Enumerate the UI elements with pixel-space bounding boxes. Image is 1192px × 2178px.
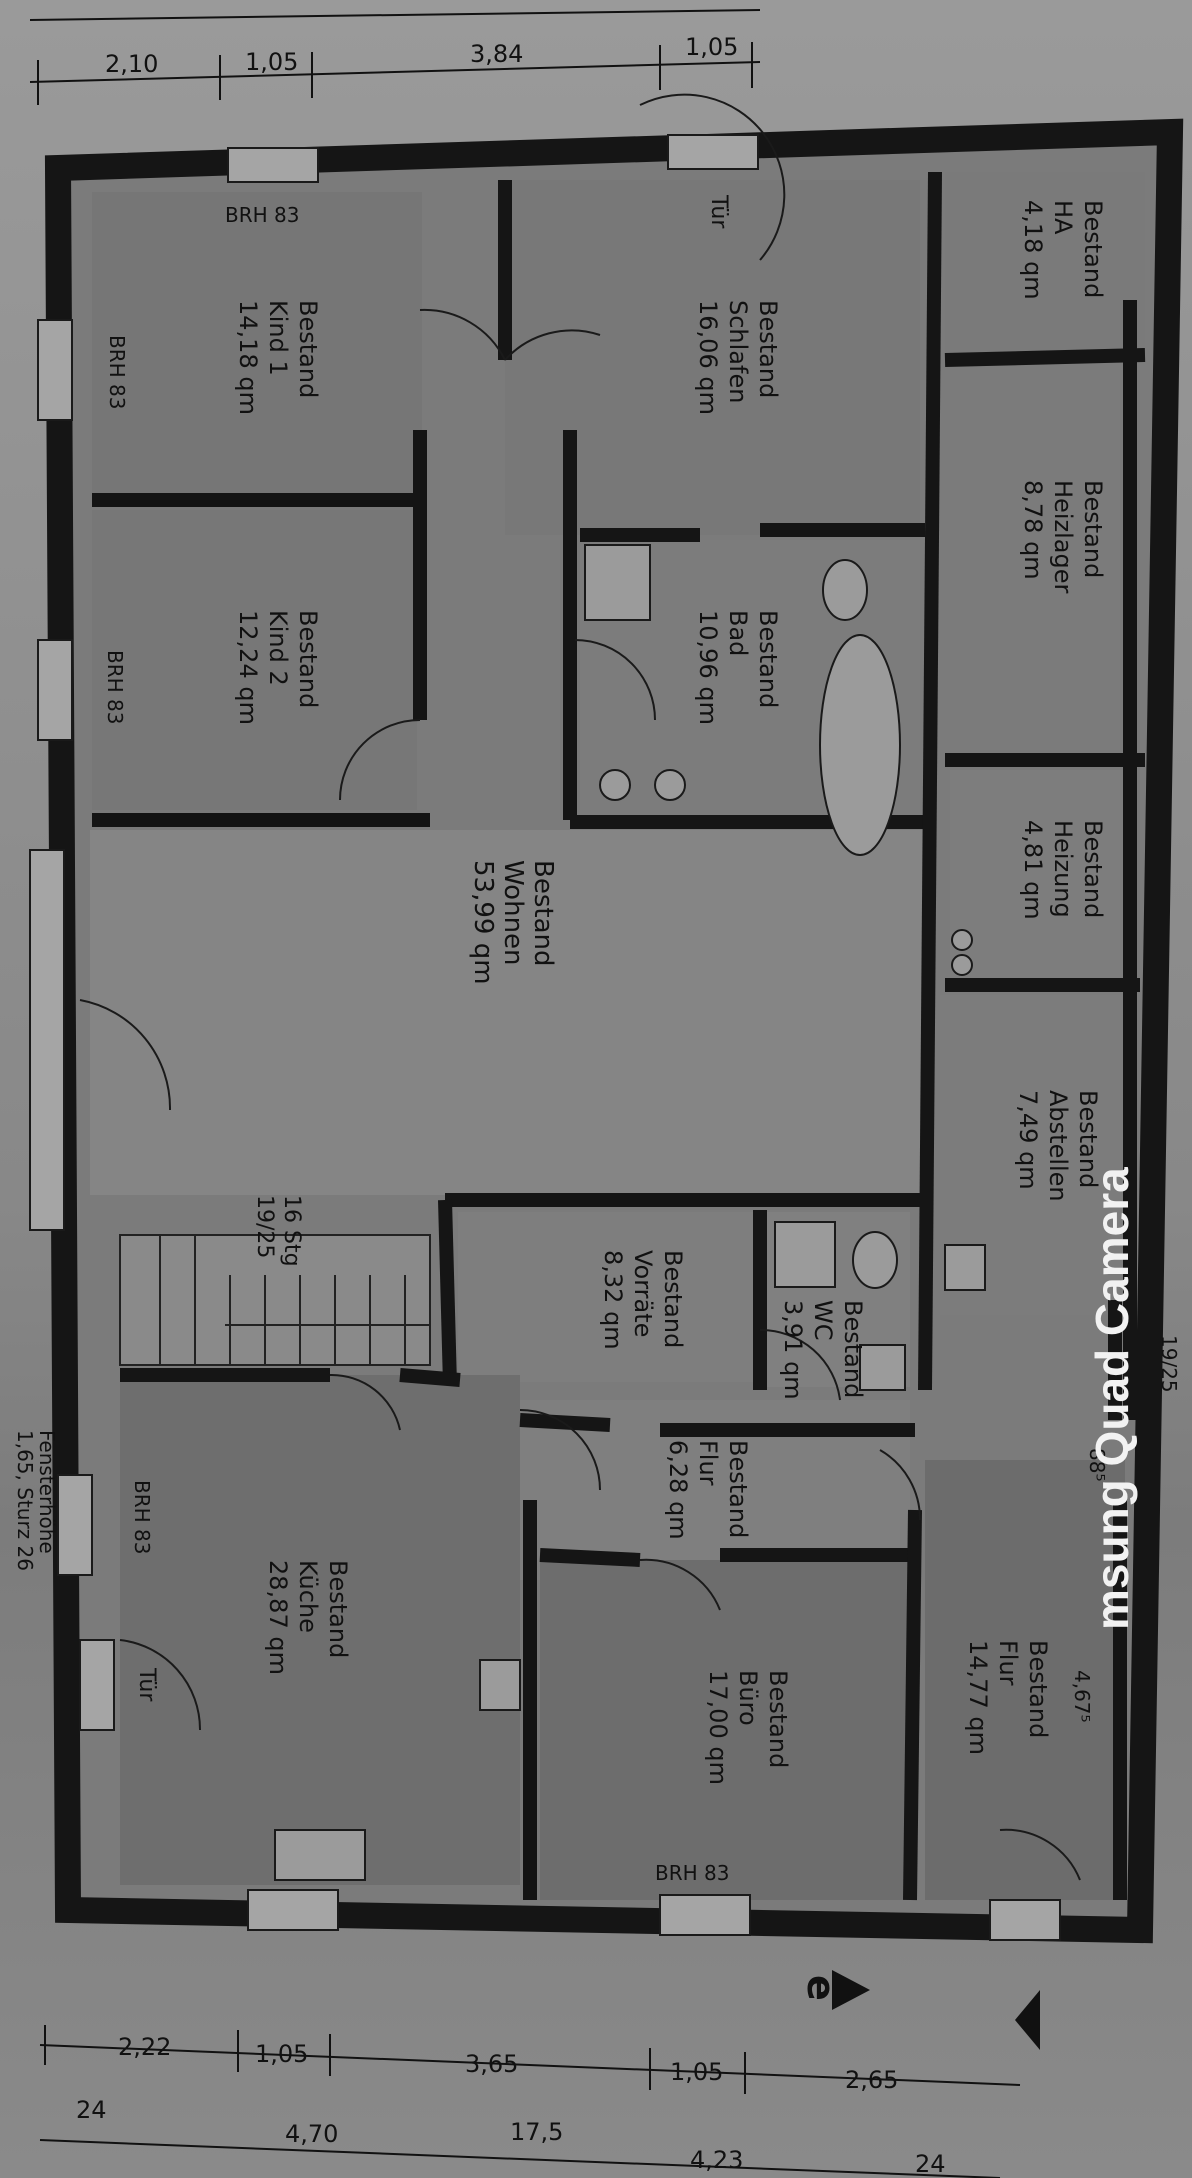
room-bad-line-2: 10,96 qm	[694, 610, 722, 725]
room-abstellen-line-2: 7,49 qm	[1014, 1090, 1042, 1190]
room-kind1-line-1: Kind 1	[264, 300, 292, 376]
room-heizlager-line-0: Bestand	[1079, 480, 1107, 578]
camera-watermark: msung Quad Camera	[1086, 1167, 1138, 1630]
door-label-1: Tür	[706, 194, 731, 229]
room-flur2-line-2: 14,77 qm	[964, 1640, 992, 1755]
boiler-2	[951, 954, 973, 976]
dim-top-4: 1,05	[685, 33, 738, 61]
room-heizung-line-2: 4,81 qm	[1019, 820, 1047, 920]
dim-bottom-1e: 2,65	[845, 2066, 898, 2094]
stove	[479, 1659, 521, 1711]
room-heizlager-line-1: Heizlager	[1049, 480, 1077, 593]
dim-top-1: 2,10	[105, 50, 158, 78]
room-ha-line-2: 4,18 qm	[1019, 200, 1047, 300]
room-abstellen-line-1: Abstellen	[1044, 1090, 1072, 1202]
shower-wc	[774, 1221, 836, 1288]
room-kueche-line-1: Küche	[294, 1560, 322, 1633]
room-vorraete-line-1: Vorräte	[629, 1250, 657, 1337]
brh-note-2: BRH 83	[105, 335, 129, 409]
room-kind2-line-1: Kind 2	[264, 610, 292, 686]
stairs-label-2: 19/25	[252, 1195, 277, 1258]
dim-inner-1: 88⁵	[1085, 1448, 1109, 1481]
sink-bad-2	[654, 769, 686, 801]
room-wc-line-0: Bestand	[839, 1300, 867, 1398]
brh-note-4: BRH 83	[130, 1480, 154, 1554]
room-kind1-line-2: 14,18 qm	[234, 300, 262, 415]
dim-bottom-1b: 1,05	[255, 2040, 308, 2068]
room-flur2-line-1: Flur	[994, 1640, 1022, 1686]
room-vorraete-line-0: Bestand	[659, 1250, 687, 1348]
dim-bottom-2a: 24	[76, 2096, 107, 2124]
room-bad-line-1: Bad	[724, 610, 752, 656]
room-wohnen-line-2: 53,99 qm	[468, 860, 498, 985]
room-flur1-line-2: 6,28 qm	[664, 1440, 692, 1540]
room-heizung-line-1: Heizung	[1049, 820, 1077, 918]
toilet-wc	[852, 1231, 898, 1289]
kitchen-sink	[274, 1829, 366, 1881]
section-marker-letter: e	[799, 1975, 843, 2001]
sink-wc	[859, 1344, 906, 1391]
dim-bottom-2e: 24	[915, 2150, 946, 2178]
dim-bottom-2b: 4,70	[285, 2120, 338, 2148]
shower-bad	[584, 544, 651, 621]
dim-bottom-2d: 4,23	[690, 2146, 743, 2174]
fenster-note-2: 1,65, Sturz 26	[13, 1430, 37, 1571]
brh-note-3: BRH 83	[103, 650, 127, 724]
brh-note-5: BRH 83	[655, 1861, 729, 1885]
room-buero-line-2: 17,00 qm	[704, 1670, 732, 1785]
room-wohnen-line-1: Wohnen	[498, 860, 528, 966]
room-heizlager-line-2: 8,78 qm	[1019, 480, 1047, 580]
room-bad-line-0: Bestand	[754, 610, 782, 708]
dim-top-3: 3,84	[470, 40, 523, 68]
room-kueche-line-0: Bestand	[324, 1560, 352, 1658]
brh-note-1: BRH 83	[225, 203, 299, 227]
dim-bottom-1d: 1,05	[670, 2058, 723, 2086]
room-kind2-line-2: 12,24 qm	[234, 610, 262, 725]
dimension-chain-bottom	[39, 2025, 1021, 2178]
room-flur1-line-0: Bestand	[724, 1440, 752, 1538]
room-schlafen-line-1: Schlafen	[724, 300, 752, 403]
room-ha-line-1: HA	[1049, 200, 1077, 235]
door-swings	[79, 93, 1081, 1881]
stair-small-label: 19/25	[1157, 1335, 1181, 1393]
room-abstellen-line-0: Bestand	[1074, 1090, 1102, 1188]
room-heizung-line-0: Bestand	[1079, 820, 1107, 918]
room-ha-line-0: Bestand	[1079, 200, 1107, 298]
fenster-note-1: Fensterhöhe	[35, 1430, 59, 1554]
room-flur2-line-0: Bestand	[1024, 1640, 1052, 1738]
room-kind2-line-0: Bestand	[294, 610, 322, 708]
dimension-chain-top	[29, 9, 761, 105]
dim-top-2: 1,05	[245, 48, 298, 76]
fixtures	[274, 544, 986, 1881]
room-wc-line-2: 3,91 qm	[779, 1300, 807, 1400]
dim-bottom-1a: 2,22	[118, 2033, 171, 2061]
staircase	[119, 1234, 431, 1366]
windows	[29, 134, 1061, 1941]
room-buero-line-1: Büro	[734, 1670, 762, 1726]
room-wc-line-1: WC	[809, 1300, 837, 1341]
toilet-bad	[822, 559, 868, 621]
room-kind1-line-0: Bestand	[294, 300, 322, 398]
room-flur1-line-1: Flur	[694, 1440, 722, 1486]
dim-bottom-2c: 17,5	[510, 2118, 563, 2146]
room-kueche-line-2: 28,87 qm	[264, 1560, 292, 1675]
room-wohnen-line-0: Bestand	[528, 860, 558, 967]
stairs-label-1: 16 Stg	[279, 1195, 304, 1267]
utility-sink	[944, 1244, 986, 1291]
room-schlafen-line-0: Bestand	[754, 300, 782, 398]
dim-bottom-1c: 3,65	[465, 2050, 518, 2078]
room-schlafen-line-2: 16,06 qm	[694, 300, 722, 415]
dim-inner-2: 4,67⁵	[1070, 1670, 1094, 1723]
sink-bad-1	[599, 769, 631, 801]
bathtub	[819, 634, 901, 856]
section-marker: e	[799, 1970, 1040, 2050]
interior-walls	[92, 171, 1146, 1901]
door-label-2: Tür	[134, 1667, 159, 1702]
room-buero-line-0: Bestand	[764, 1670, 792, 1768]
room-vorraete-line-2: 8,32 qm	[599, 1250, 627, 1350]
boiler-1	[951, 929, 973, 951]
